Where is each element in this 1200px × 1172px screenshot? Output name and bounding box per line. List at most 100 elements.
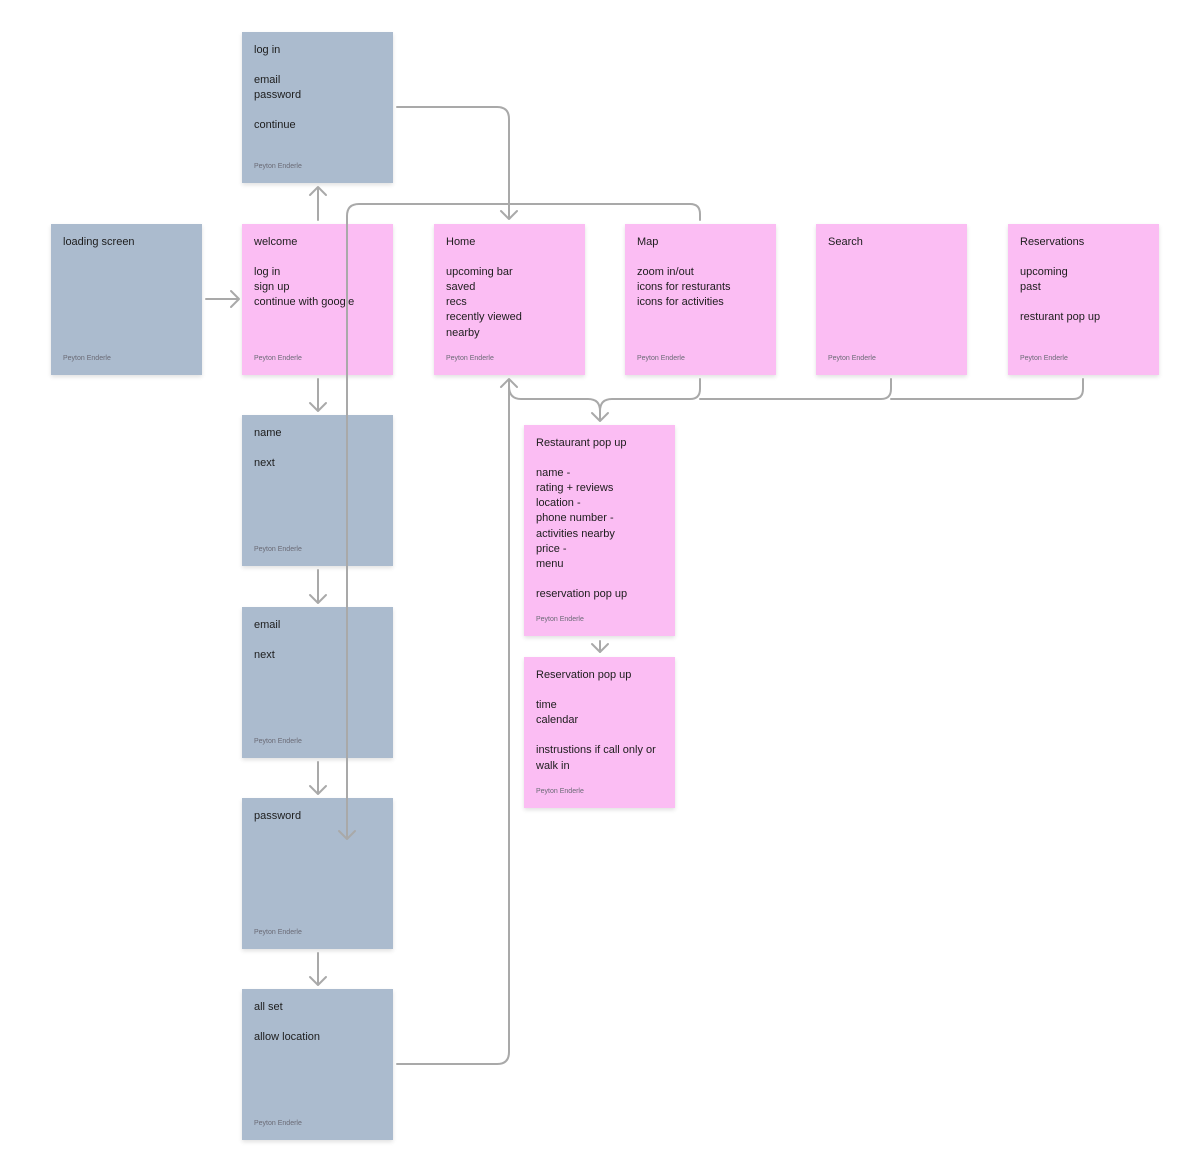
note-line: sign up	[254, 281, 290, 294]
note-line: saved	[446, 281, 476, 294]
note-author: Peyton Enderle	[446, 355, 494, 362]
note-author: Peyton Enderle	[536, 616, 584, 623]
note-line: next	[254, 649, 275, 662]
note-author: Peyton Enderle	[254, 929, 302, 936]
connector-arrowhead	[309, 186, 327, 196]
note-title: all set	[254, 1001, 283, 1013]
note-line: activities nearby	[536, 527, 615, 540]
connector-arrowhead	[591, 412, 609, 422]
note-title: loading screen	[63, 236, 135, 248]
note-line	[536, 728, 663, 743]
note-line: phone number -	[536, 512, 614, 525]
note-line: resturant pop up	[1020, 311, 1101, 324]
note-title: email	[254, 619, 281, 631]
note-line	[446, 250, 573, 265]
connector-log-in-to-home[interactable]	[396, 106, 510, 219]
note-line	[254, 250, 381, 265]
note-line: next	[254, 457, 275, 470]
note-line: icons for activities	[637, 296, 724, 309]
note-author: Peyton Enderle	[536, 788, 584, 795]
connector-arrowhead	[500, 378, 518, 388]
sticky-note-welcome[interactable]: welcome log in sign up continue with goo…	[242, 224, 393, 375]
connector-arrowhead	[309, 976, 327, 986]
note-title: log in	[254, 44, 281, 56]
sticky-note-restaurant-pop-up[interactable]: Restaurant pop up name - rating + review…	[524, 425, 675, 636]
note-author: Peyton Enderle	[1020, 355, 1068, 362]
note-line: email	[254, 74, 281, 87]
note-line: upcoming bar	[446, 266, 513, 279]
note-line: instrustions if call only or walk in	[536, 744, 656, 772]
connector-arrowhead	[309, 402, 327, 412]
sticky-note-loading-screen[interactable]: loading screen Peyton Enderle	[51, 224, 202, 375]
note-title: password	[254, 810, 302, 822]
note-line: allow location	[254, 1031, 321, 1044]
note-title: Home	[446, 236, 476, 248]
connector-map-to-restaurant-pop-up[interactable]	[599, 378, 701, 412]
note-line	[254, 441, 381, 456]
sticky-note-reservations[interactable]: Reservations upcoming past resturant pop…	[1008, 224, 1159, 375]
sticky-note-log-in[interactable]: log in email password continue Peyton En…	[242, 32, 393, 183]
note-line	[1020, 250, 1147, 265]
sticky-note-all-set[interactable]: all set allow location Peyton Enderle	[242, 989, 393, 1140]
connector-arrowhead	[591, 643, 609, 653]
note-line: upcoming	[1020, 266, 1068, 279]
note-line	[254, 1015, 381, 1030]
note-author: Peyton Enderle	[254, 738, 302, 745]
note-author: Peyton Enderle	[254, 163, 302, 170]
connector-arrowhead	[230, 290, 240, 308]
note-line: rating + reviews	[536, 482, 614, 495]
note-line: icons for resturants	[637, 281, 731, 294]
note-line: name -	[536, 467, 571, 480]
note-author: Peyton Enderle	[254, 1120, 302, 1127]
connector-all-set-to-home[interactable]	[396, 379, 510, 1065]
note-line: time	[536, 699, 557, 712]
connector-arrowhead	[309, 594, 327, 604]
note-title: Reservations	[1020, 236, 1085, 248]
note-title: name	[254, 427, 282, 439]
note-line: recs	[446, 296, 467, 309]
note-line: calendar	[536, 714, 579, 727]
note-title: Restaurant pop up	[536, 437, 627, 449]
note-author: Peyton Enderle	[254, 546, 302, 553]
note-line: continue	[254, 119, 296, 132]
note-title: Map	[637, 236, 659, 248]
note-line	[536, 451, 663, 466]
connector-arrowhead	[309, 785, 327, 795]
note-line: nearby	[446, 326, 480, 339]
note-line: continue with google	[254, 296, 355, 309]
sticky-note-map[interactable]: Map zoom in/out icons for resturants ico…	[625, 224, 776, 375]
note-line: reservation pop up	[536, 587, 628, 600]
connector-reservations-to-restaurant-pop-up[interactable]	[890, 378, 1084, 400]
note-line: password	[254, 89, 302, 102]
sticky-note-name[interactable]: name next Peyton Enderle	[242, 415, 393, 566]
note-line	[254, 103, 381, 118]
note-line	[1020, 295, 1147, 310]
connector-arrowhead	[500, 210, 518, 220]
sticky-note-email[interactable]: email next Peyton Enderle	[242, 607, 393, 758]
note-author: Peyton Enderle	[828, 355, 876, 362]
note-line	[254, 633, 381, 648]
note-line: menu	[536, 557, 564, 570]
connector-search-to-restaurant-pop-up[interactable]	[699, 378, 892, 400]
note-line: location -	[536, 497, 581, 510]
note-line	[254, 58, 381, 73]
sticky-note-search[interactable]: Search Peyton Enderle	[816, 224, 967, 375]
note-author: Peyton Enderle	[254, 355, 302, 362]
note-title: welcome	[254, 236, 298, 248]
note-line: price -	[536, 542, 567, 555]
sticky-note-password[interactable]: password Peyton Enderle	[242, 798, 393, 949]
connector-home-to-restaurant-pop-up[interactable]	[508, 385, 601, 421]
note-line	[536, 683, 663, 698]
note-line	[637, 250, 764, 265]
note-title: Search	[828, 236, 863, 248]
note-line: recently viewed	[446, 311, 522, 324]
note-line: zoom in/out	[637, 266, 694, 279]
note-line: past	[1020, 281, 1041, 294]
note-author: Peyton Enderle	[63, 355, 111, 362]
note-line	[536, 572, 663, 587]
note-line: log in	[254, 266, 281, 279]
note-title: Reservation pop up	[536, 669, 632, 681]
sticky-note-reservation-pop-up[interactable]: Reservation pop up time calendar instrus…	[524, 657, 675, 808]
sticky-note-home[interactable]: Home upcoming bar saved recs recently vi…	[434, 224, 585, 375]
